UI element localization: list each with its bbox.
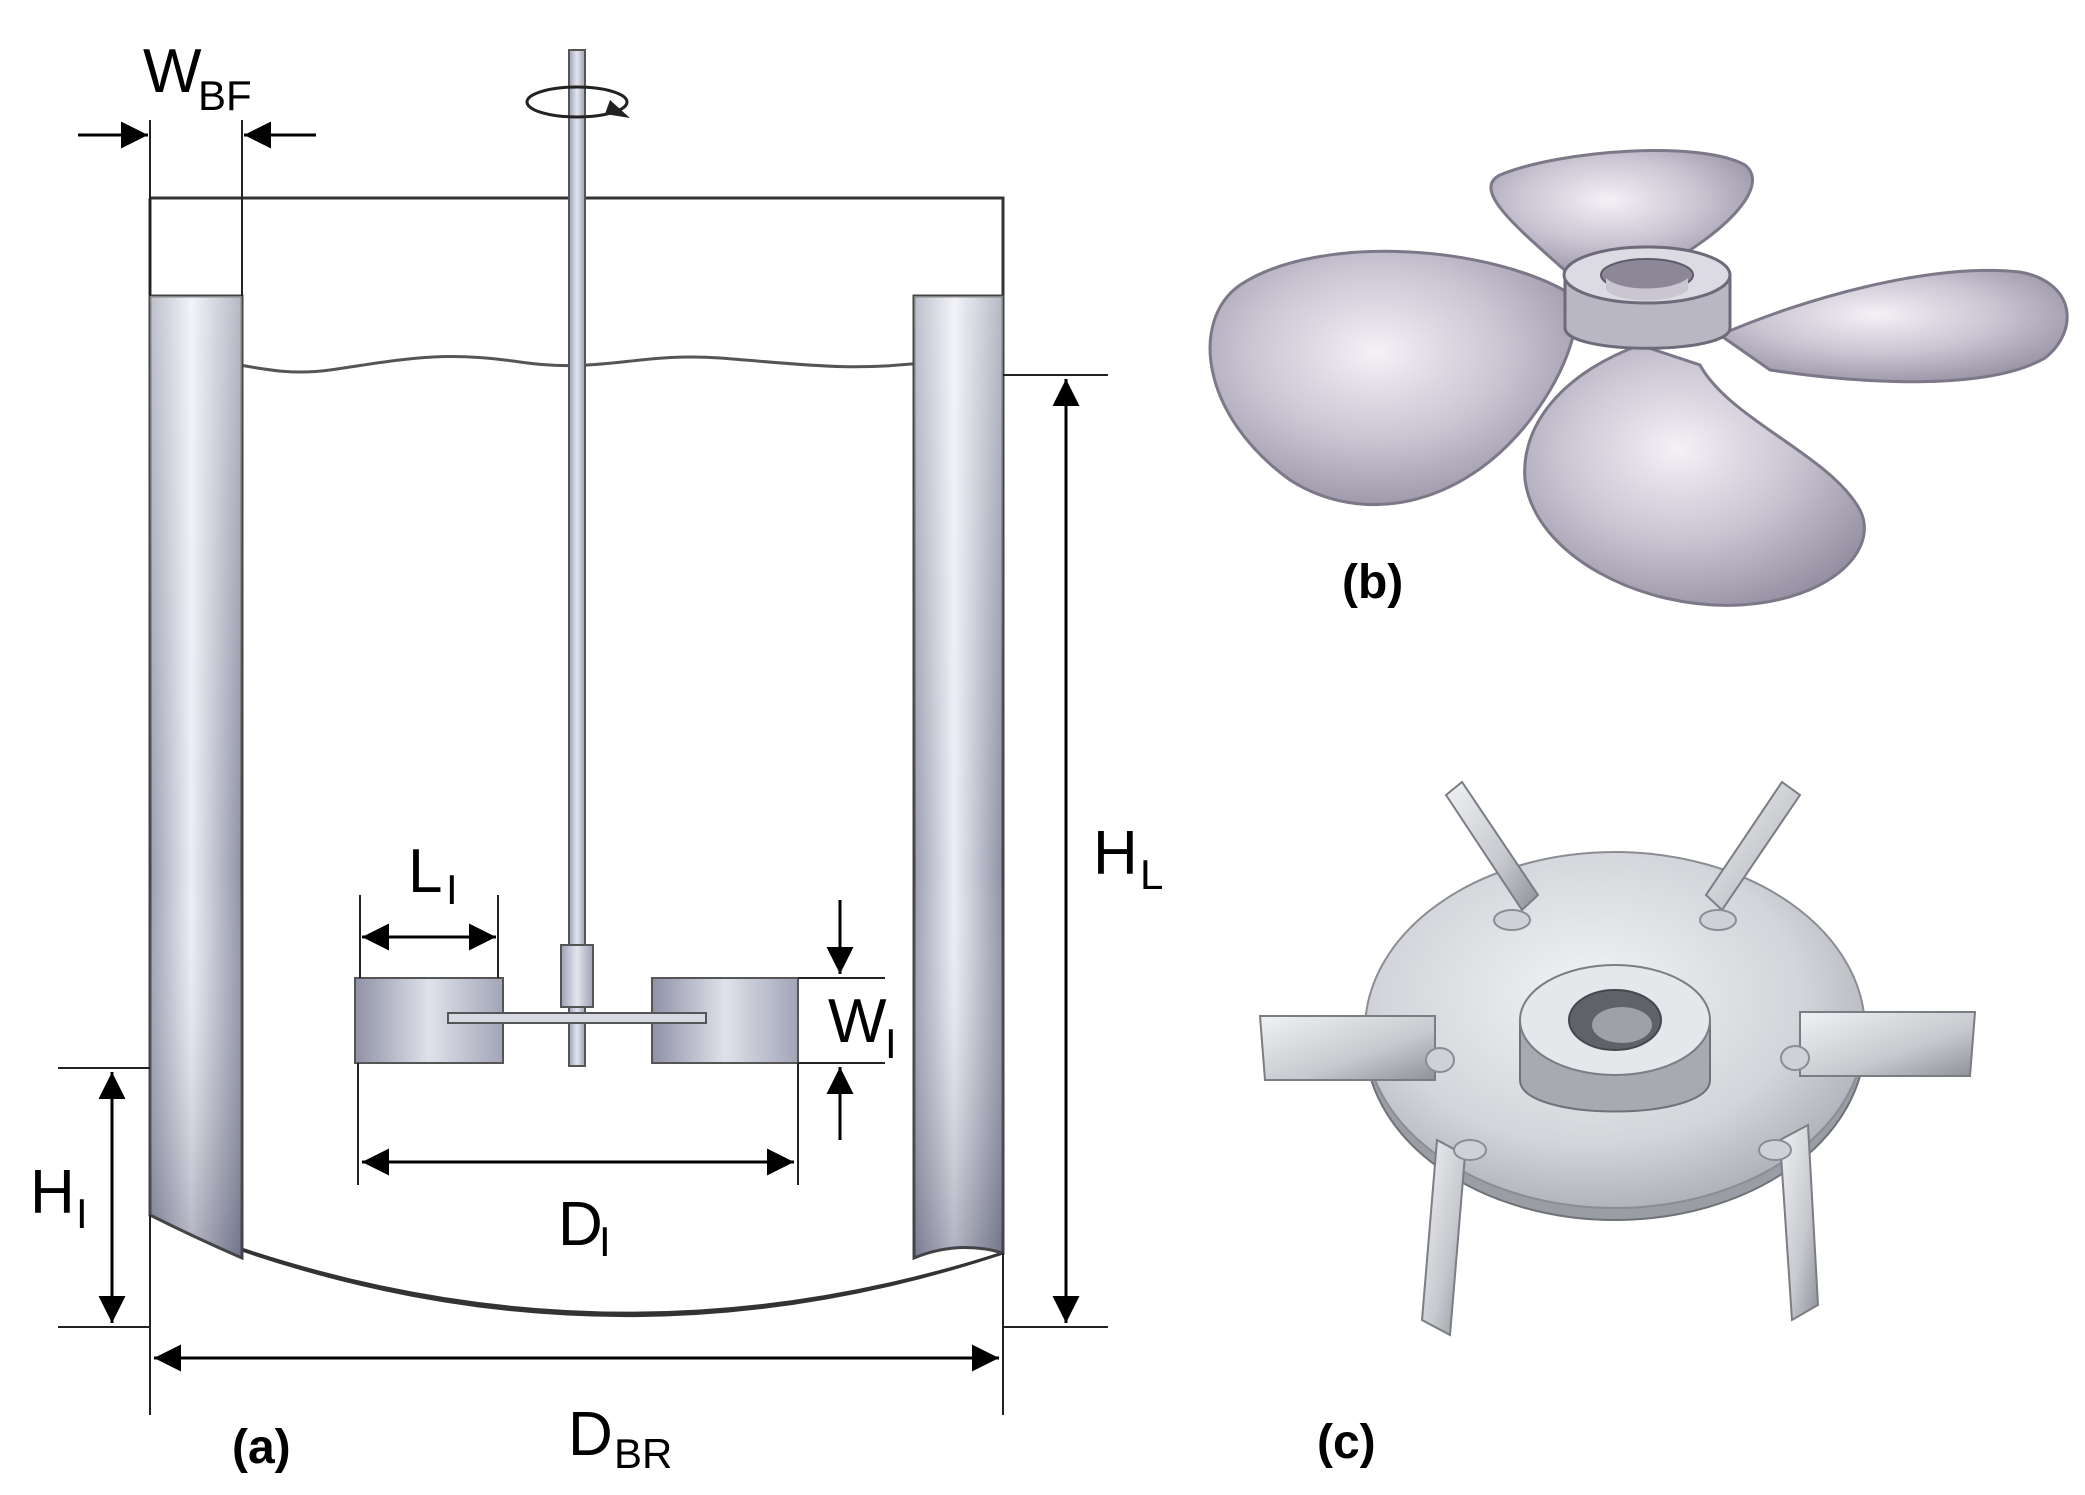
turbine-blade-right (1799, 1011, 1977, 1077)
label-d-i-sub: I (599, 1218, 611, 1265)
dimension-d-br: D BR (149, 1215, 1004, 1477)
label-d-br-sub: BR (614, 1430, 672, 1477)
label-w-bf-main: W (143, 37, 202, 106)
left-baffle (148, 294, 244, 1261)
right-baffle (912, 294, 1005, 1261)
dimension-d-i: D I (357, 1063, 799, 1265)
turbine-blade-bottom-left (1420, 1138, 1467, 1337)
rotation-arrow-icon (525, 85, 630, 119)
dimension-h-i: H I (30, 1067, 150, 1328)
propeller-blade-right (1716, 268, 2069, 384)
propeller-blade-left (1208, 249, 1582, 506)
propeller-blade-bottom (1523, 343, 1866, 607)
panel-c-label: (c) (1317, 1416, 1376, 1469)
impeller-shaft (568, 49, 586, 1067)
turbine-blade-top-left (1444, 780, 1540, 912)
label-l-i-sub: I (446, 866, 458, 913)
label-l-i-main: L (408, 837, 442, 906)
dimension-l-i: L I (359, 837, 499, 978)
label-d-i-main: D (558, 1190, 603, 1259)
label-h-l-sub: L (1140, 851, 1163, 898)
label-w-bf-sub: BF (198, 72, 252, 119)
panel-a-label: (a) (232, 1421, 291, 1474)
label-w-i-main: W (828, 987, 887, 1056)
dimension-w-i: W I (798, 900, 897, 1140)
label-d-br-main: D (568, 1400, 613, 1469)
propeller-blade-top (1489, 149, 1754, 277)
turbine-hub (1519, 964, 1711, 1113)
turbine-blade-bottom-right (1778, 1123, 1820, 1322)
label-h-i-main: H (30, 1158, 75, 1227)
turbine-blade-left (1258, 1015, 1436, 1081)
shaft-hub (560, 944, 594, 1008)
dimension-h-l: H L (1003, 374, 1163, 1328)
panel-b-propeller-impeller: (b) (1208, 149, 2069, 609)
dimension-w-bf: W BF (78, 37, 316, 296)
label-w-i-sub: I (885, 1020, 897, 1067)
panel-b-label: (b) (1342, 556, 1403, 609)
label-h-l-main: H (1093, 819, 1138, 888)
label-h-i-sub: I (76, 1190, 88, 1237)
tank-bottom (149, 1213, 1004, 1318)
panel-a-bioreactor: W BF L I W I D I (30, 37, 1163, 1477)
panel-c-rushton-turbine: (c) (1258, 780, 1977, 1469)
propeller-hub (1562, 245, 1732, 350)
